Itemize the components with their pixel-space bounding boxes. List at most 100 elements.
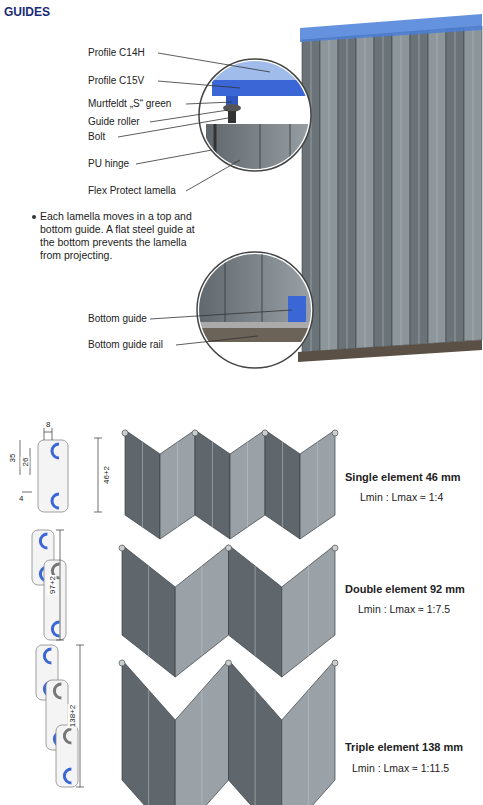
lamella (464, 26, 482, 341)
lamella-face (300, 430, 335, 539)
dimension: 35 (8, 453, 17, 464)
lamella-fold (247, 442, 248, 527)
dimension: 97+2 (48, 575, 57, 595)
chain-link (56, 725, 78, 787)
lamella (338, 36, 356, 350)
bullet (32, 215, 36, 219)
lamella-fold (308, 690, 309, 805)
lamella (374, 33, 392, 347)
ratio-text: Lmin : Lmax ≈ 1:4 (360, 491, 443, 503)
bolt (119, 660, 125, 666)
bolt (122, 430, 128, 436)
part-label: Guide roller (88, 116, 140, 128)
lamella-face (229, 660, 282, 805)
link-clip (64, 729, 71, 743)
lamella-fold (201, 566, 202, 656)
lamella-fold (437, 30, 438, 343)
dimension: 4 (18, 494, 24, 503)
dimension: 8 (45, 420, 51, 429)
lamella-fold (177, 442, 178, 527)
lamella-face (125, 430, 160, 539)
ratio-text: Lmin : Lmax ≈ 1:7.5 (358, 603, 450, 615)
lamella-face (282, 545, 335, 677)
lamella-fold (347, 37, 348, 349)
part-label: Flex Protect lamella (88, 185, 176, 197)
lamella-fold (148, 690, 149, 805)
lamella (320, 37, 338, 351)
lamella-panel (302, 26, 482, 352)
link-clip (44, 649, 51, 663)
element-caption: Single element 46 mm (345, 471, 461, 483)
part-label: Bottom guide (88, 313, 147, 325)
lamella-face (195, 430, 230, 539)
part-label: Bottom guide rail (88, 339, 163, 351)
lamella (410, 30, 428, 345)
lamella-face (175, 545, 228, 677)
lamella-face (265, 430, 300, 539)
part-label: Profile C14H (88, 47, 145, 59)
element-caption: Triple element 138 mm (345, 741, 463, 753)
lamella-fold (401, 33, 402, 346)
dimension: 26 (21, 457, 30, 468)
lamella-face (160, 430, 195, 539)
link-clip (40, 534, 47, 548)
part-label: Profile C15V (88, 75, 144, 87)
lamella-fold (148, 566, 149, 656)
lamella-fold (308, 566, 309, 656)
bottom-rail (298, 340, 482, 362)
leader-lines (118, 53, 292, 345)
lamella-fold (455, 29, 456, 343)
lamella-face (122, 660, 175, 805)
lamella-fold (201, 690, 202, 805)
dimension-lines (20, 428, 102, 787)
bolt (119, 545, 125, 551)
lamella-fold (212, 442, 213, 527)
dimension: 138+2 (68, 704, 77, 728)
page-title: GUIDES (4, 6, 50, 18)
detail-circle-top (199, 59, 320, 184)
lamella (428, 29, 446, 344)
lamella-fold (329, 39, 330, 351)
link-clip (52, 494, 59, 508)
link-clip (64, 769, 71, 783)
chain-link (38, 440, 68, 512)
lamella (446, 27, 464, 342)
lamella-fold (317, 442, 318, 527)
bolt (332, 430, 338, 436)
lamella-fold (255, 690, 256, 805)
lamella-fold (473, 27, 474, 341)
link-clip (52, 622, 59, 636)
lamella-face (175, 660, 228, 805)
ratio-text: Lmin : Lmax ≈ 1:11.5 (352, 762, 449, 774)
part-label: Bolt (88, 131, 105, 143)
lamella (356, 34, 374, 348)
bolt (262, 430, 268, 436)
bolt (332, 545, 338, 551)
dimension: 46+2 (102, 465, 111, 485)
bolt (192, 430, 198, 436)
bolt (332, 660, 338, 666)
lamella-face (282, 660, 335, 805)
bullet-note: Each lamella moves in a top and bottom g… (40, 210, 208, 262)
bolt (226, 660, 232, 666)
bolt (226, 545, 232, 551)
link-clip (54, 684, 61, 698)
lamella-fold (419, 32, 420, 345)
chain-profiles (32, 440, 78, 787)
part-label: Murtfeldt „S“ green (88, 98, 171, 110)
top-guide (300, 14, 482, 42)
lamella-rows (119, 430, 338, 805)
lamella-fold (383, 34, 384, 347)
lamella-fold (142, 442, 143, 527)
detail-circle-bottom (195, 250, 320, 368)
lamella (392, 32, 410, 346)
lamella-face (230, 430, 265, 539)
lamella-face (229, 545, 282, 677)
lamella-fold (255, 566, 256, 656)
lamella-fold (282, 442, 283, 527)
chain-link (44, 560, 66, 640)
lamella-fold (365, 36, 366, 349)
part-label: PU hinge (88, 158, 129, 170)
link-clip (52, 444, 59, 458)
